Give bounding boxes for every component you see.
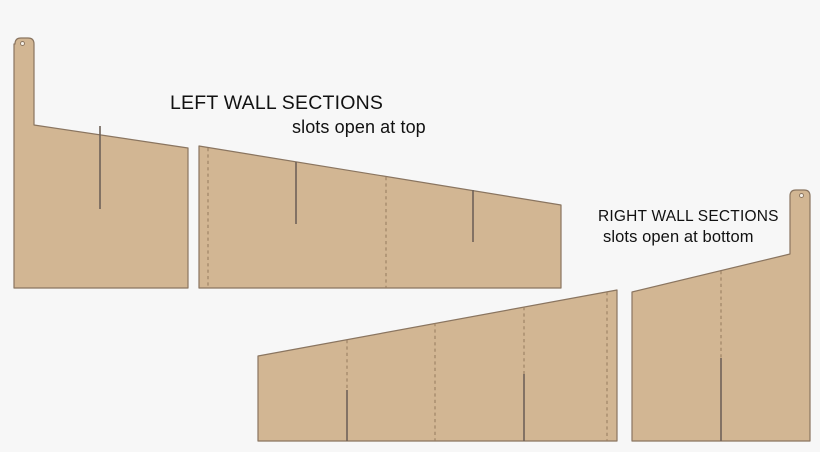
left-wall-section-1-hole-1 (20, 41, 25, 46)
left-wall-section-2 (198, 145, 562, 289)
right-wall-label-subtitle: slots open at bottom (603, 228, 754, 247)
left-wall-label: LEFT WALL SECTIONS slots open at top (170, 93, 426, 137)
left-wall-label-title: LEFT WALL SECTIONS (170, 92, 384, 114)
pieces-layer (13, 37, 811, 442)
right-wall-section-1-outline (257, 289, 618, 442)
right-wall-label: RIGHT WALL SECTIONS slots open at bottom (598, 208, 779, 247)
right-wall-section-2 (631, 189, 811, 442)
left-wall-section-1-outline (13, 37, 189, 289)
right-wall-section-1 (257, 289, 618, 442)
right-wall-section-2-outline (631, 189, 811, 442)
left-wall-section-1 (13, 37, 189, 289)
right-wall-section-2-hole-1 (799, 193, 804, 198)
right-wall-label-title: RIGHT WALL SECTIONS (598, 208, 779, 225)
left-wall-label-subtitle: slots open at top (292, 117, 426, 138)
left-wall-section-2-outline (198, 145, 562, 289)
